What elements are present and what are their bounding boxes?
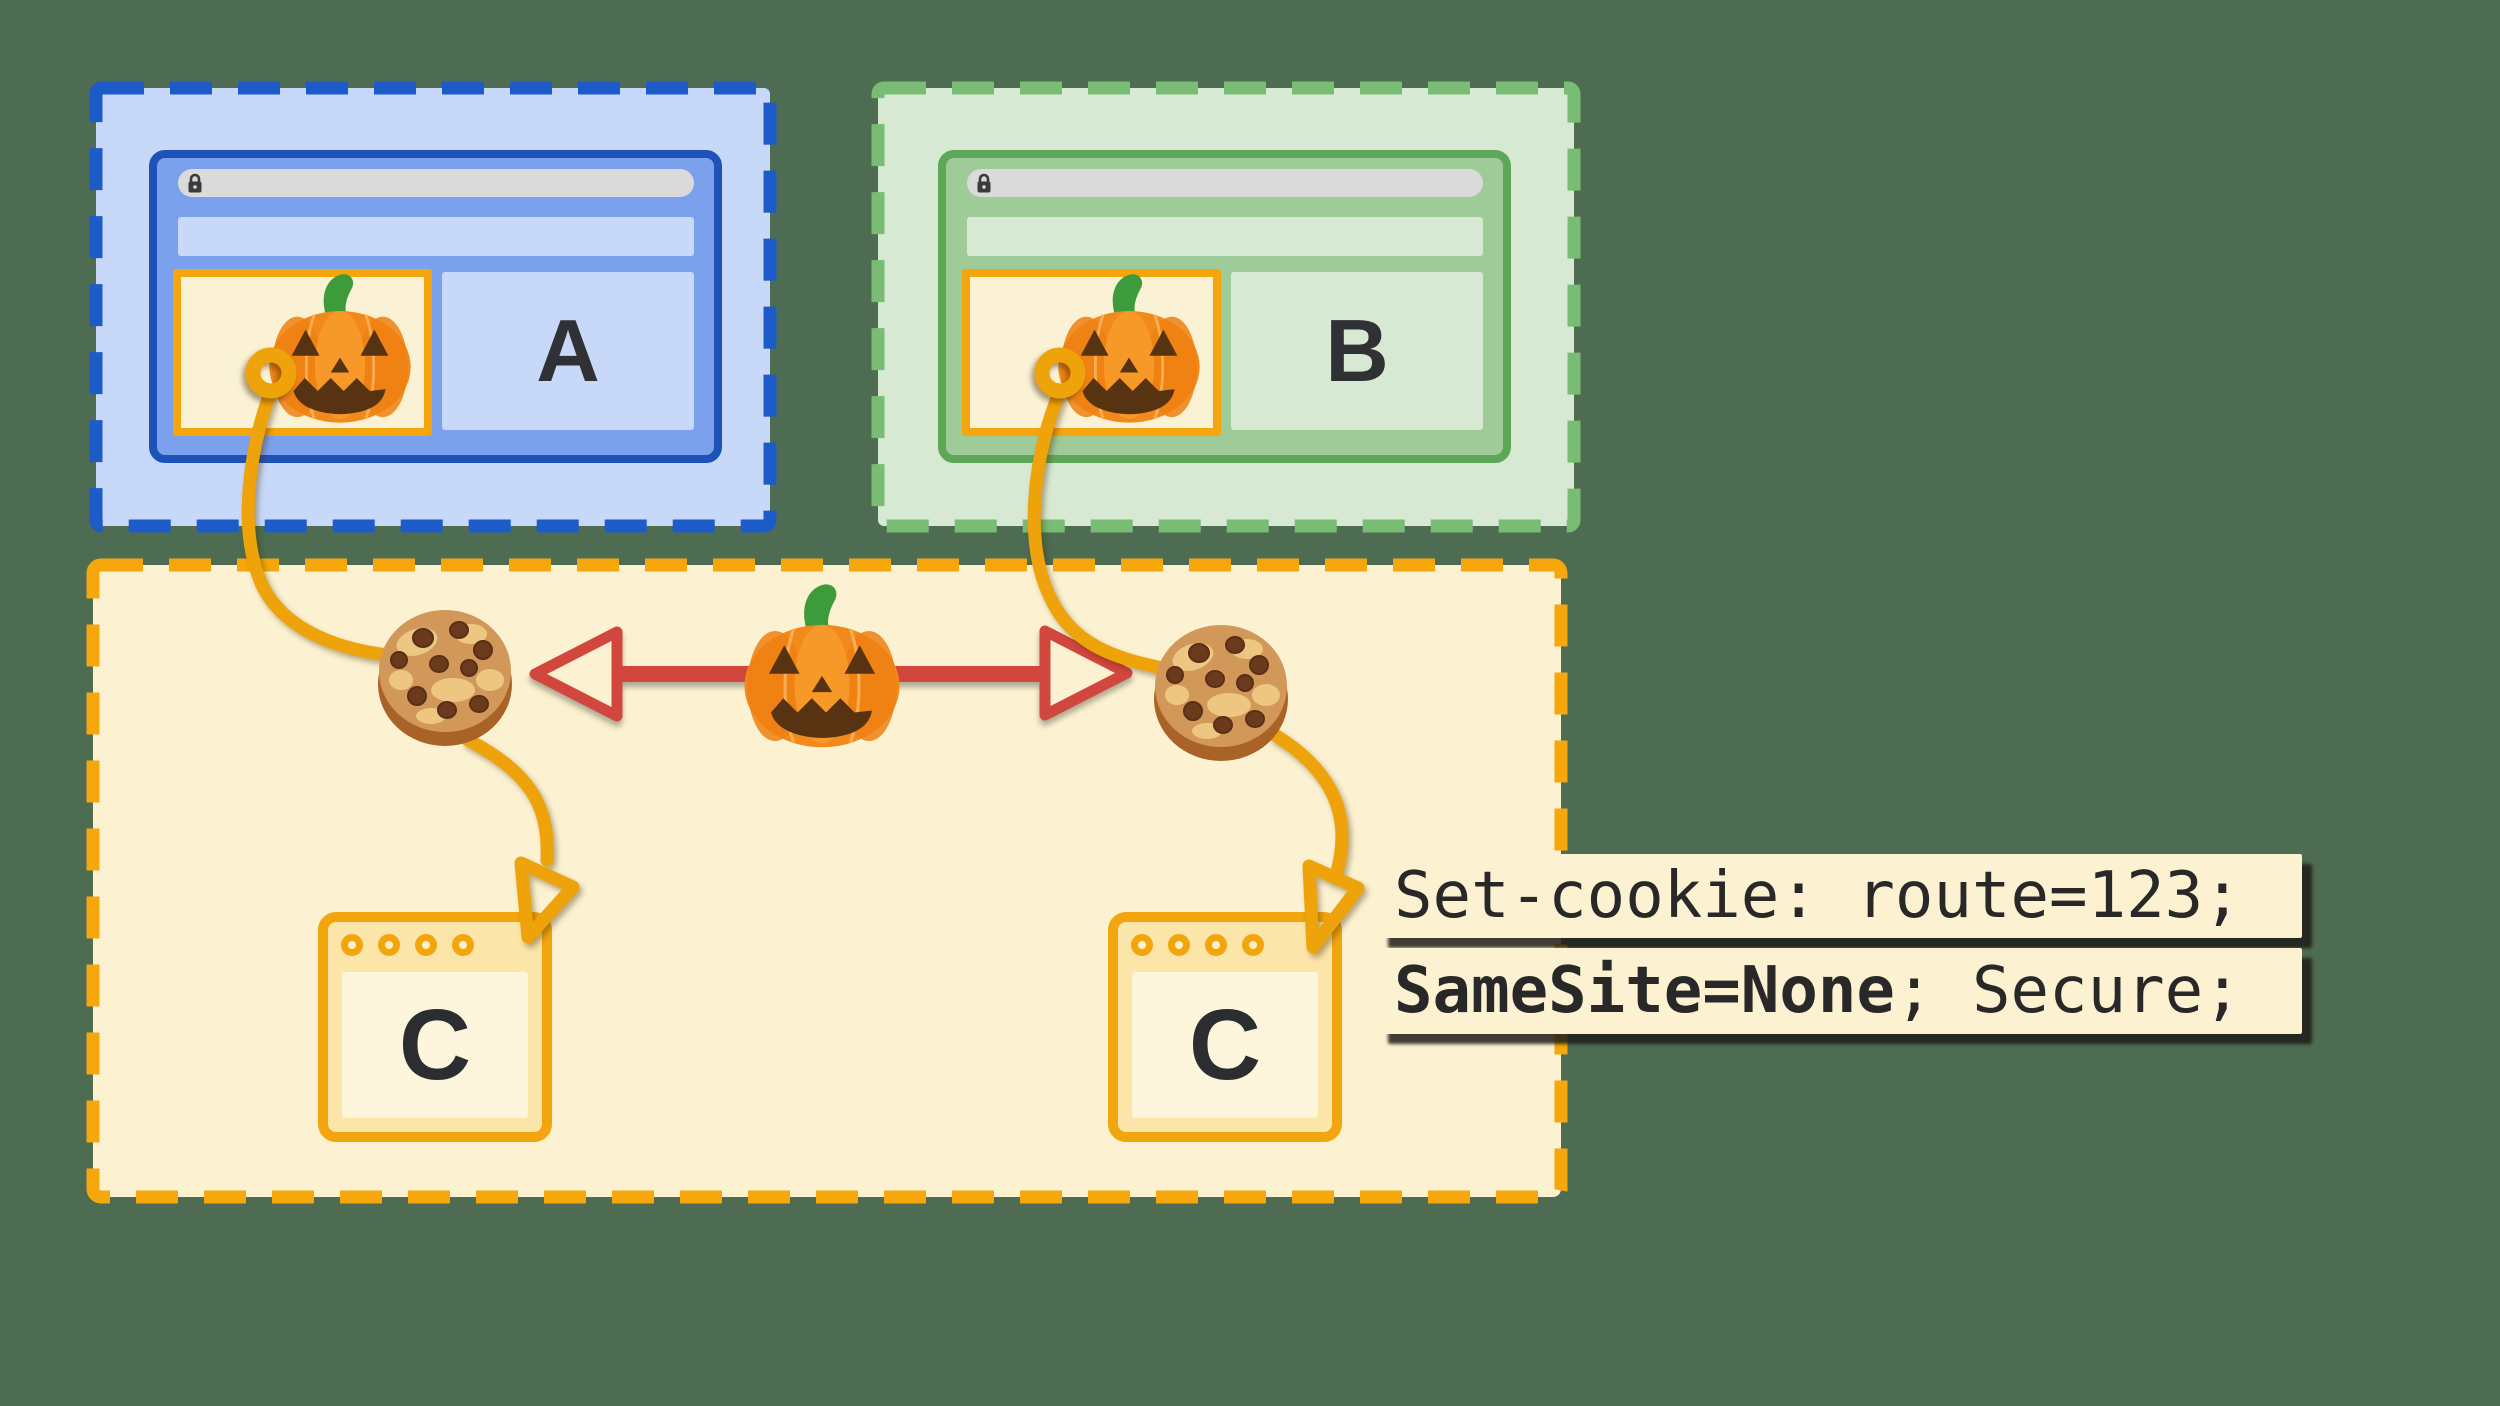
set-cookie-header-line1: Set-cookie: route=123; <box>1378 854 2302 938</box>
site-a-content-panel: A <box>442 272 694 430</box>
code-text: ; Secure; <box>1894 954 2242 1028</box>
window-body: C <box>1132 972 1318 1118</box>
third-party-window-c-right: C <box>1108 912 1342 1142</box>
dot-icon <box>341 934 363 956</box>
site-b-label: B <box>1325 301 1389 400</box>
third-party-iframe-a <box>173 269 432 436</box>
window-dots <box>1131 934 1264 956</box>
set-cookie-header-line2: SameSite=None; Secure; <box>1378 948 2302 1034</box>
window-dots <box>341 934 474 956</box>
site-c-label: C <box>1188 989 1262 1101</box>
dot-icon <box>1205 934 1227 956</box>
page-header-stripe <box>178 217 694 256</box>
flow-arrow-cookie-to-c-left <box>461 733 554 867</box>
url-bar <box>967 169 1483 197</box>
code-text: Set-cookie: route=123; <box>1394 859 2242 933</box>
third-party-window-c-left: C <box>318 912 552 1142</box>
dot-icon <box>1168 934 1190 956</box>
code-text-bold: SameSite=None <box>1394 954 1895 1028</box>
cookie-icon <box>377 609 513 747</box>
url-bar <box>178 169 694 197</box>
page-header-stripe <box>967 217 1483 256</box>
browser-window-b: B <box>938 150 1511 463</box>
pumpkin-icon <box>742 582 902 749</box>
flow-arrow-cookie-to-c-right <box>1268 728 1349 885</box>
window-body: C <box>342 972 528 1118</box>
lock-icon <box>977 173 991 193</box>
site-b-content-panel: B <box>1231 272 1483 430</box>
third-party-iframe-b <box>962 269 1221 436</box>
browser-window-a: A <box>149 150 722 463</box>
site-c-label: C <box>398 989 472 1101</box>
lock-icon <box>188 173 202 193</box>
dot-icon <box>1242 934 1264 956</box>
dot-icon <box>1131 934 1153 956</box>
cookie-icon <box>1153 624 1289 762</box>
dot-icon <box>452 934 474 956</box>
dot-icon <box>415 934 437 956</box>
shared-cookie-arrow-icon <box>529 625 1133 722</box>
site-a-label: A <box>536 301 600 400</box>
dot-icon <box>378 934 400 956</box>
